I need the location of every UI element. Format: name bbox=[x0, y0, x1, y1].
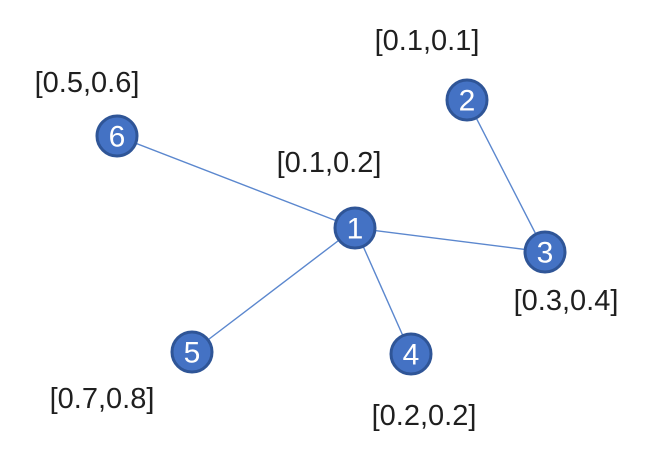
graph-node-5: 5 bbox=[170, 330, 214, 374]
node-id-label-4: 4 bbox=[403, 339, 420, 372]
graph-node-6: 6 bbox=[95, 114, 139, 158]
edge-1-5 bbox=[191, 227, 356, 353]
edge-1-3 bbox=[354, 227, 546, 253]
node-circle-5 bbox=[170, 330, 214, 374]
node-id-label-5: 5 bbox=[184, 337, 201, 370]
interval-label-node-2: [0.1,0.1] bbox=[375, 25, 480, 57]
interval-label-node-1: [0.1,0.2] bbox=[277, 147, 382, 179]
edge-2-3 bbox=[466, 99, 546, 253]
graph-node-1: 1 bbox=[333, 206, 377, 250]
node-circle-4 bbox=[389, 332, 433, 376]
node-id-label-2: 2 bbox=[459, 85, 476, 118]
node-id-label-1: 1 bbox=[347, 213, 364, 246]
interval-label-node-6: [0.5,0.6] bbox=[35, 67, 140, 99]
interval-label-node-5: [0.7,0.8] bbox=[50, 383, 155, 415]
edge-1-4 bbox=[354, 227, 412, 355]
graph-node-4: 4 bbox=[389, 332, 433, 376]
interval-label-node-4: [0.2,0.2] bbox=[372, 400, 477, 432]
graph-node-2: 2 bbox=[445, 78, 489, 122]
graph-node-3: 3 bbox=[523, 230, 567, 274]
node-circle-3 bbox=[523, 230, 567, 274]
node-circle-1 bbox=[333, 206, 377, 250]
edge-6-1 bbox=[116, 135, 356, 229]
node-circle-6 bbox=[95, 114, 139, 158]
interval-label-node-3: [0.3,0.4] bbox=[514, 285, 619, 317]
node-id-label-6: 6 bbox=[109, 121, 126, 154]
node-id-label-3: 3 bbox=[537, 237, 554, 270]
node-circle-2 bbox=[445, 78, 489, 122]
